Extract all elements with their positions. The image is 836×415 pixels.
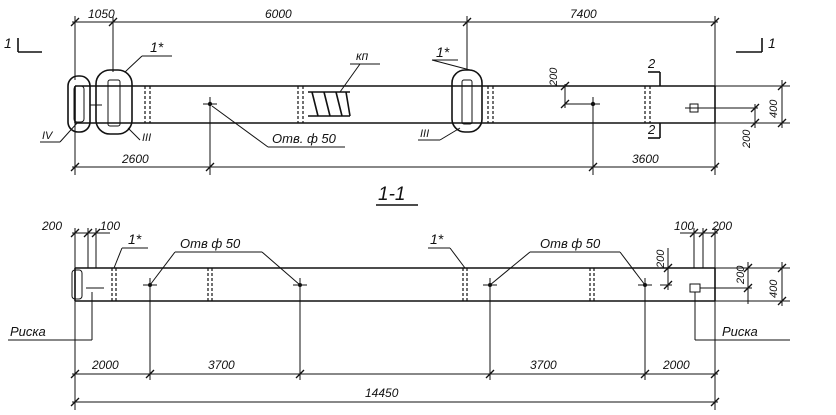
section-mark-1-right: 1 (768, 35, 776, 51)
plate-detail-left (107, 79, 121, 127)
section-view: 200 100 100 200 1* 1* Отв ф 50 Отв ф 50 … (8, 219, 790, 410)
dim-400: 400 (768, 99, 780, 118)
section-title: 1-1 (378, 184, 405, 205)
end-lug-left (67, 75, 91, 133)
mark-riska-left: Риска (10, 324, 46, 339)
callout-1star-mid: 1* (430, 231, 444, 247)
dim-200-r1: 200 (655, 249, 667, 269)
dim-400-r: 400 (768, 279, 780, 298)
dim-200-a: 200 (548, 67, 560, 87)
callout-1star-left: 1* (128, 231, 142, 247)
lug-inner-left (73, 85, 85, 123)
dim-6000: 6000 (265, 7, 292, 21)
dim-3700-left: 3700 (208, 358, 235, 372)
callout-kp: кп (356, 49, 369, 63)
dim-200-b: 200 (741, 129, 753, 149)
plate-detail-mid (461, 79, 473, 125)
dim-2000-right: 2000 (662, 358, 690, 372)
dim-7400: 7400 (570, 7, 597, 21)
callout-hole-top: Отв. ф 50 (272, 131, 337, 146)
dim-100-tr: 100 (674, 219, 694, 233)
end-lug-left (71, 269, 83, 300)
dim-1050: 1050 (88, 7, 115, 21)
dim-200-tr: 200 (711, 219, 732, 233)
dim-14450: 14450 (365, 386, 399, 400)
section-mark-2-top: 2 (647, 56, 656, 71)
callout-1star-mid: 1* (436, 44, 450, 60)
callout-hole-left: Отв ф 50 (180, 236, 241, 251)
bolt-right-head (689, 103, 699, 113)
callout-hole-right: Отв ф 50 (540, 236, 601, 251)
dim-2600: 2600 (121, 152, 149, 166)
section-mark-1-left: 1 (4, 35, 12, 51)
dim-100-tl: 100 (100, 219, 120, 233)
dim-2000-left: 2000 (91, 358, 119, 372)
roman-iii-mid: III (420, 128, 429, 140)
dim-3600: 3600 (632, 152, 659, 166)
mark-riska-right: Риска (722, 324, 758, 339)
dim-200-tl: 200 (41, 219, 62, 233)
roman-iv: IV (42, 130, 54, 142)
dim-200-r2: 200 (735, 265, 747, 285)
callout-1star-left: 1* (150, 39, 164, 55)
roman-iii-left: III (142, 132, 151, 144)
bolt-right (689, 283, 701, 293)
mounting-loop-kp (308, 91, 351, 117)
dim-3700-right: 3700 (530, 358, 557, 372)
top-view: 1050 6000 7400 2600 3600 200 400 200 1 1 (4, 7, 790, 175)
section-mark-2-bottom: 2 (647, 122, 656, 137)
